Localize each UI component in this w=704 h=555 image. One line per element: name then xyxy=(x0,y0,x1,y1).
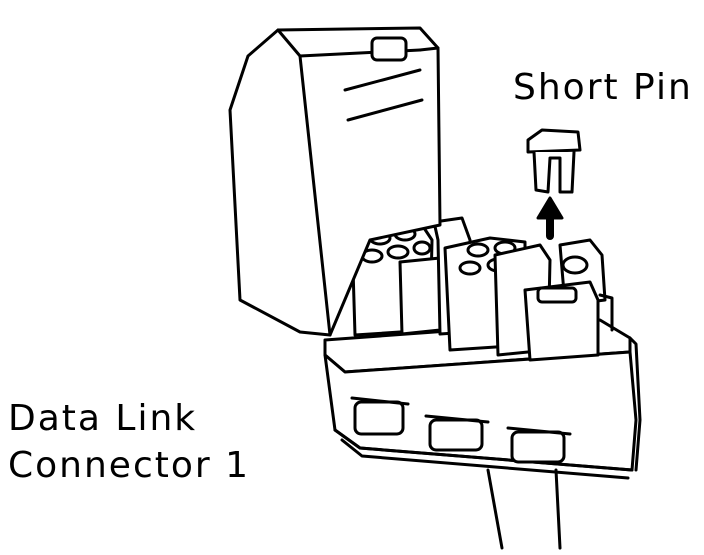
data-link-connector-label-line2: Connector 1 xyxy=(8,445,251,486)
terminal-blocks xyxy=(352,218,612,360)
housing-clips xyxy=(352,398,570,462)
short-pin-label: Short Pin xyxy=(513,67,693,108)
short-pin xyxy=(528,130,580,192)
removal-arrow-icon xyxy=(538,198,562,236)
connector-lid xyxy=(230,28,440,335)
cable xyxy=(488,470,560,548)
data-link-connector-label-line1: Data Link xyxy=(8,398,198,439)
